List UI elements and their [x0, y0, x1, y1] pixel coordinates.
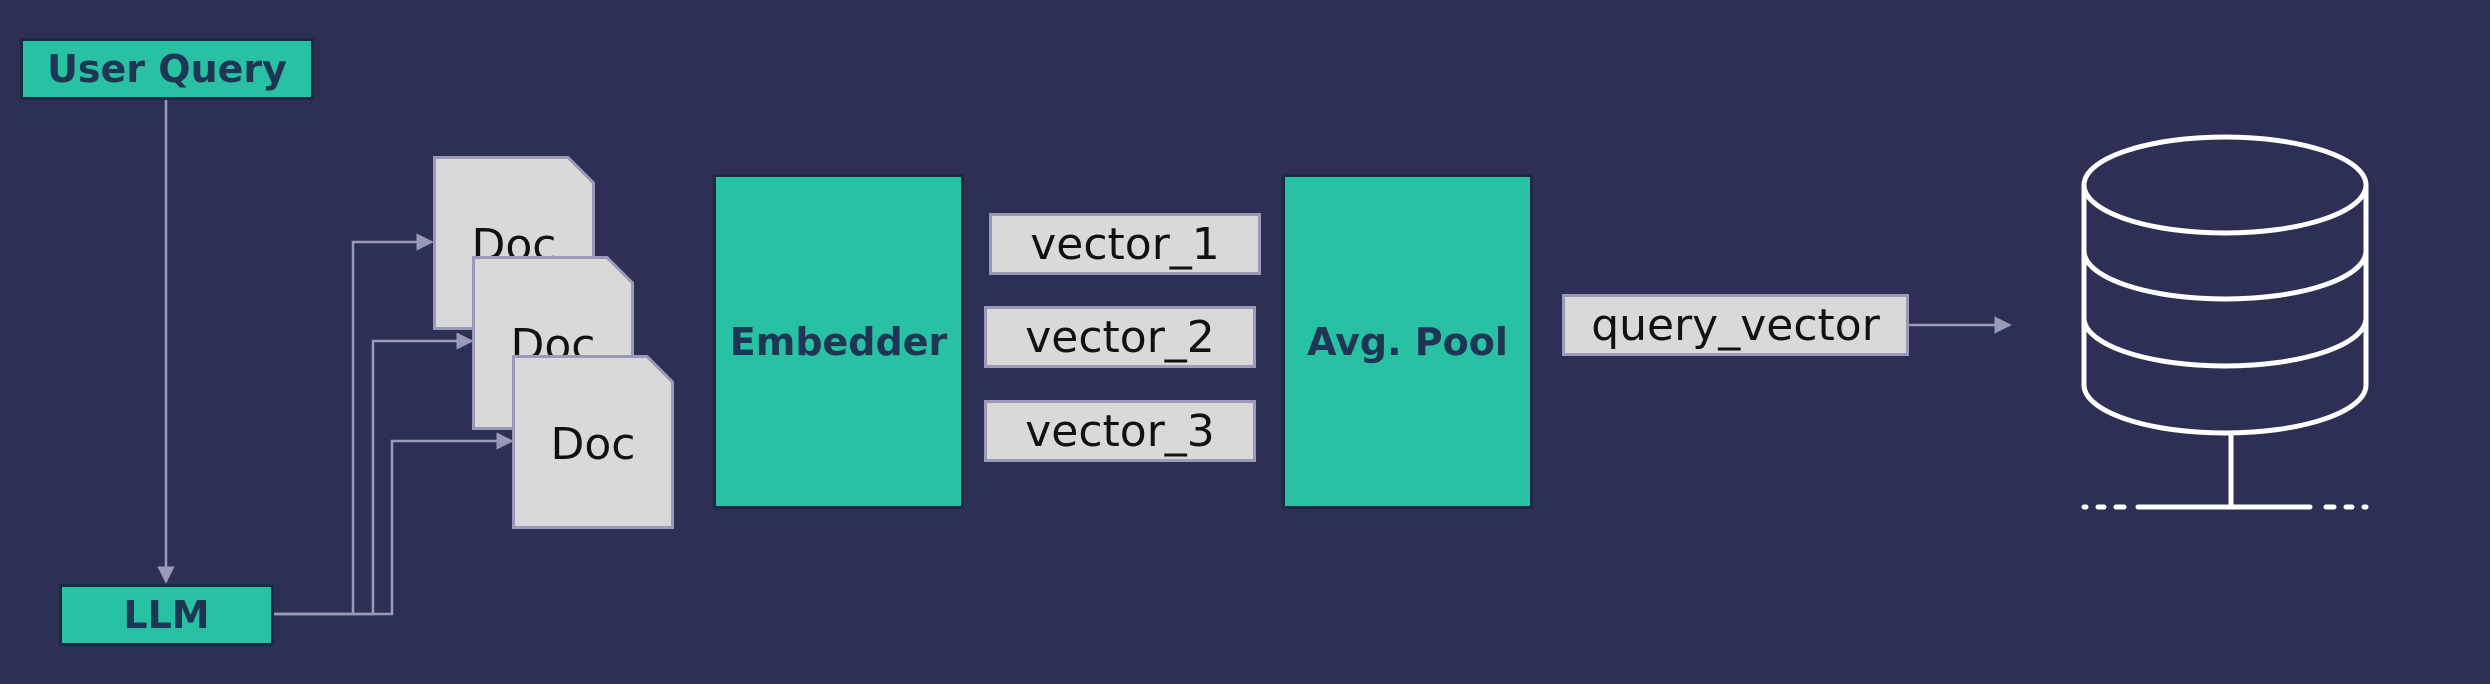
document-label: Doc: [550, 419, 636, 470]
embedder-node: Embedder: [713, 174, 964, 509]
vector-label: vector_3: [1025, 405, 1215, 457]
database-icon: [2081, 134, 2369, 510]
document-icon: [512, 355, 674, 529]
embedder-label: Embedder: [729, 319, 948, 364]
vector-chip-2: vector_2: [984, 306, 1256, 368]
user-query-label: User Query: [47, 47, 287, 91]
llm-label: LLM: [123, 593, 210, 637]
document-3: Doc: [512, 355, 674, 529]
user-query-node: User Query: [20, 38, 314, 100]
vector-label: vector_2: [1025, 311, 1215, 363]
llm-node: LLM: [59, 584, 274, 646]
llm-to-doc1-arrow: [272, 233, 434, 616]
vector-label: vector_1: [1030, 218, 1220, 270]
avg-pool-node: Avg. Pool: [1282, 174, 1533, 509]
vector-chip-1: vector_1: [989, 213, 1261, 275]
avg-pool-label: Avg. Pool: [1307, 319, 1508, 364]
llm-to-doc2-arrow: [272, 332, 474, 616]
query-vector-label: query_vector: [1591, 299, 1880, 351]
vector-chip-3: vector_3: [984, 400, 1256, 462]
query-vector-chip: query_vector: [1562, 294, 1909, 356]
llm-to-doc3-arrow: [272, 432, 514, 616]
